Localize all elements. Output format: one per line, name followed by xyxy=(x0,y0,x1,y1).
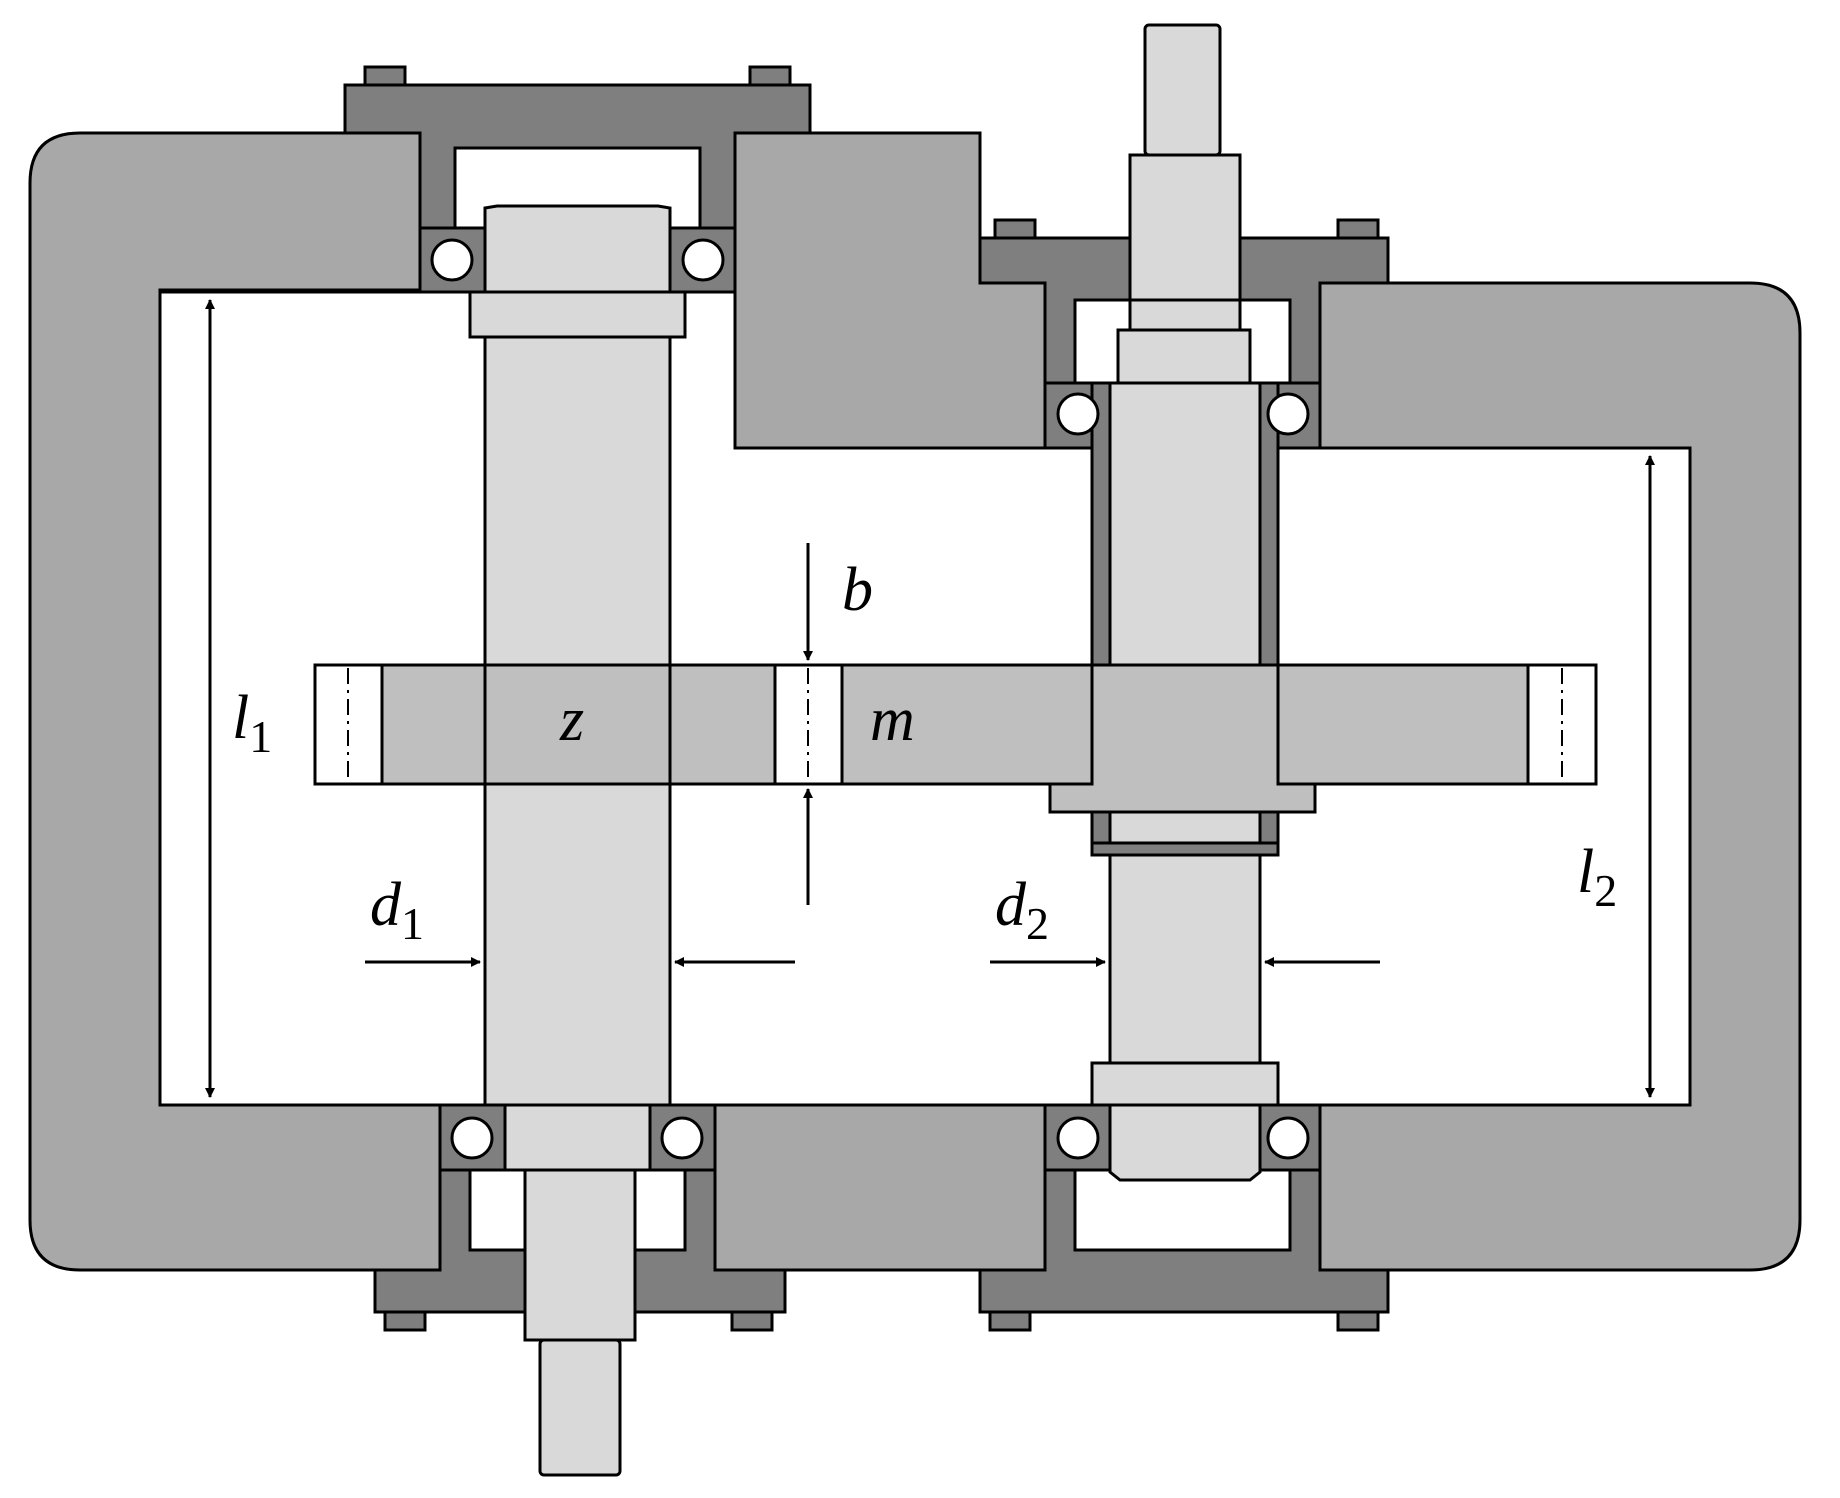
ball-top-left-r xyxy=(681,238,725,282)
shaft-1-top-end xyxy=(483,204,672,300)
shaft-2-neck xyxy=(1128,298,1242,332)
ball-bottom-left-l xyxy=(450,1116,494,1160)
ball-bottom-left-r xyxy=(660,1116,704,1160)
label-l2: l2 xyxy=(1577,838,1617,916)
shaft-1-output xyxy=(523,1168,637,1342)
shaft-2-input xyxy=(1128,153,1242,302)
ball-top-left-l xyxy=(430,238,474,282)
bolt-bottom-left-1 xyxy=(383,1310,427,1332)
ball-top-right-l xyxy=(1056,392,1100,436)
shaft-2-top-journal xyxy=(1116,328,1252,385)
shaft-2-input-tip xyxy=(1143,23,1222,157)
bolt-top-left-2 xyxy=(748,65,792,87)
shaft-2-collar xyxy=(1090,841,1280,857)
label-l1: l1 xyxy=(232,684,272,762)
ball-bottom-right-r xyxy=(1266,1116,1310,1160)
label-m: m xyxy=(870,686,915,754)
housing-body-right xyxy=(1318,281,1802,1272)
gear-2-rim-right xyxy=(1276,663,1530,786)
label-d2: d2 xyxy=(995,871,1049,949)
gear-1-rim-left xyxy=(380,663,487,786)
shaft-1-output-tip xyxy=(538,1338,622,1477)
ball-top-right-r xyxy=(1266,392,1310,436)
ball-bottom-right-l xyxy=(1056,1116,1100,1160)
housing-body-middle xyxy=(733,131,1047,450)
gear-2-rim-left xyxy=(840,663,1094,786)
bolt-bottom-right-2 xyxy=(1336,1310,1380,1332)
shaft-2-bottom-journal-shoulder xyxy=(1090,1061,1280,1107)
label-b: b xyxy=(842,556,873,624)
bolt-top-right-1 xyxy=(993,218,1037,240)
housing-body-bottom-middle xyxy=(713,1103,1047,1272)
shaft-2-bottom-journal xyxy=(1108,1103,1262,1182)
pitch-lines xyxy=(347,668,1563,782)
cover-cavity-bottom-right xyxy=(1073,1168,1292,1252)
shaft-1-bottom-journal xyxy=(503,1103,652,1172)
gear-1-rim-right xyxy=(668,663,777,786)
bolt-bottom-right-1 xyxy=(988,1310,1032,1332)
gear-1-center xyxy=(483,663,672,786)
label-d1: d1 xyxy=(370,871,424,949)
shaft-1-shoulder-top xyxy=(468,290,687,339)
cavity-outline xyxy=(158,290,1692,1107)
bolt-bottom-left-2 xyxy=(730,1310,774,1332)
bearing-balls xyxy=(430,238,1310,1160)
label-z: z xyxy=(559,686,584,754)
bolt-top-right-2 xyxy=(1336,218,1380,240)
bolt-top-left-1 xyxy=(363,65,407,87)
